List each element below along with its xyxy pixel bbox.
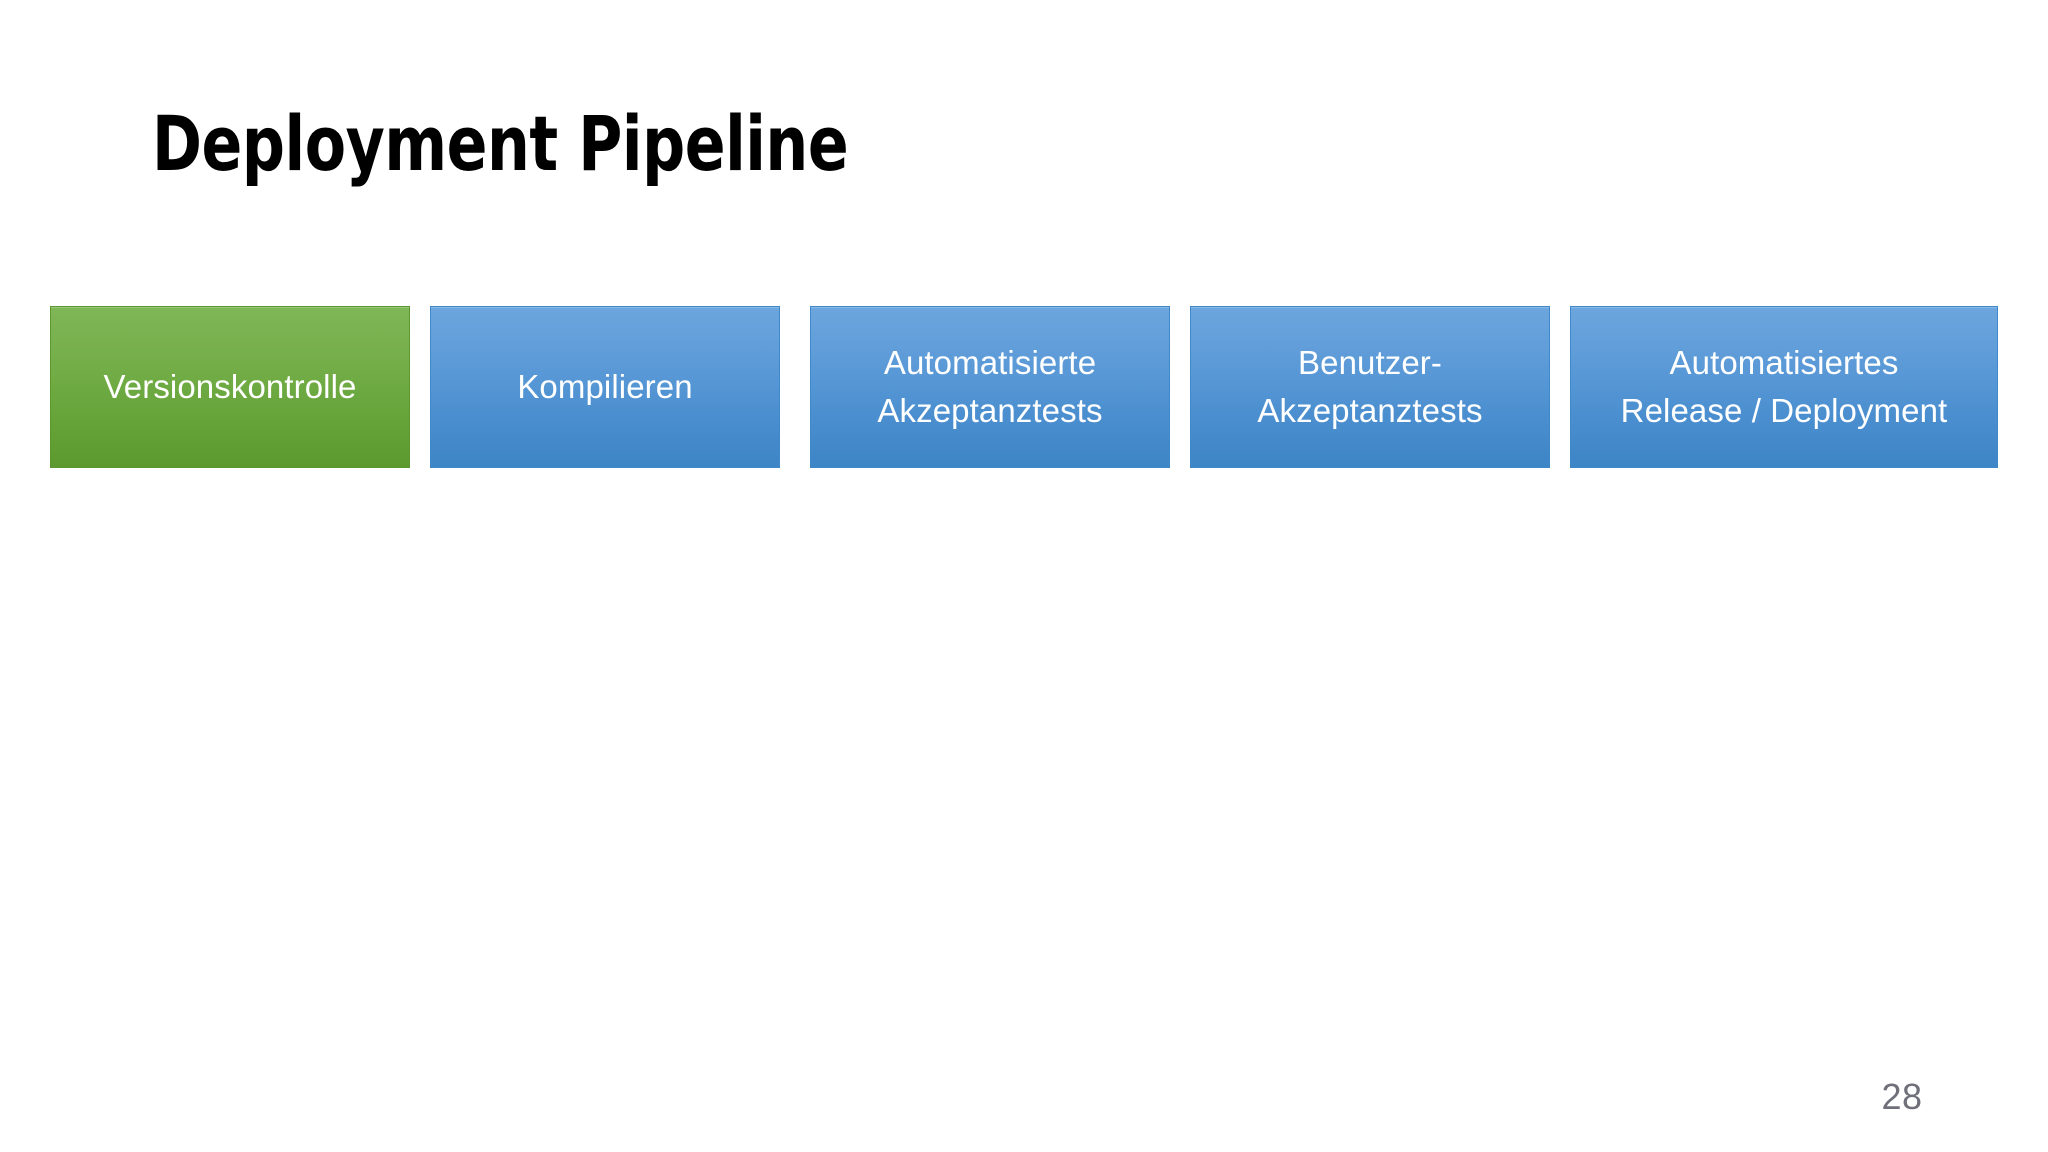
deployment-pipeline-diagram: Versionskontrolle Kompilieren Automatisi… bbox=[0, 306, 2048, 468]
pipeline-stage-automatisiertes-release-deployment[interactable]: Automatisiertes Release / Deployment bbox=[1570, 306, 1998, 468]
pipeline-stage-automatisierte-akzeptanztests[interactable]: Automatisierte Akzeptanztests bbox=[810, 306, 1170, 468]
pipeline-stage-label: Versionskontrolle bbox=[103, 368, 357, 405]
pipeline-stage-label: Kompilieren bbox=[517, 368, 693, 405]
pipeline-stage-label: Automatisierte Akzeptanztests bbox=[877, 344, 1103, 429]
pipeline-stage-label: Automatisiertes Release / Deployment bbox=[1620, 344, 1948, 429]
page-title: Deployment Pipeline bbox=[152, 99, 849, 188]
pipeline-stage-kompilieren[interactable]: Kompilieren bbox=[430, 306, 780, 468]
pipeline-stage-label: Benutzer- Akzeptanztests bbox=[1257, 344, 1483, 429]
pipeline-stage-versionskontrolle[interactable]: Versionskontrolle bbox=[50, 306, 410, 468]
page-number: 28 bbox=[1881, 1076, 1923, 1117]
pipeline-stage-benutzer-akzeptanztests[interactable]: Benutzer- Akzeptanztests bbox=[1190, 306, 1550, 468]
